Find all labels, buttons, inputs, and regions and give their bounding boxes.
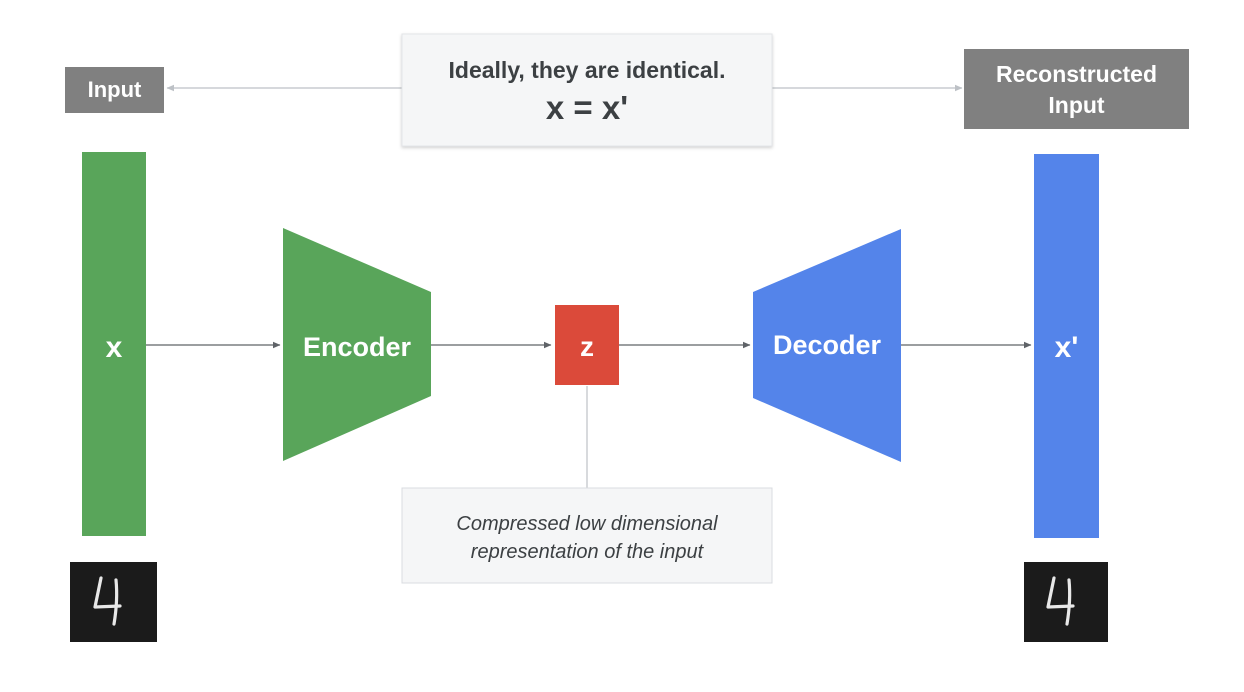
output-bar-label: x' — [1055, 331, 1079, 364]
encoder-label: Encoder — [303, 332, 412, 362]
output-bar-xprime: x' — [1034, 154, 1099, 538]
latent-z-block: z — [555, 305, 619, 385]
identity-callout-equation: x = x' — [546, 89, 628, 126]
decoder-label: Decoder — [773, 330, 882, 360]
input-bar-x: x — [82, 152, 146, 536]
reconstructed-input-label-line2: Input — [1048, 92, 1105, 118]
input-tag-label: Input — [88, 77, 142, 102]
output-digit-image — [1024, 562, 1108, 642]
identity-callout: Ideally, they are identical. x = x' — [401, 33, 773, 147]
identity-callout-line1: Ideally, they are identical. — [449, 57, 726, 83]
reconstructed-input-label-line1: Reconstructed — [996, 61, 1157, 87]
latent-note-line2: representation of the input — [471, 541, 705, 563]
decoder-block: Decoder — [753, 229, 901, 462]
latent-z-label: z — [580, 331, 594, 362]
input-digit-image — [70, 562, 157, 642]
encoder-block: Encoder — [283, 228, 431, 461]
input-tag: Input — [65, 67, 164, 113]
latent-note-line1: Compressed low dimensional — [456, 513, 718, 535]
latent-note-box: Compressed low dimensional representatio… — [401, 487, 773, 584]
reconstructed-input-tag: Reconstructed Input — [964, 49, 1189, 129]
input-bar-label: x — [106, 331, 123, 364]
